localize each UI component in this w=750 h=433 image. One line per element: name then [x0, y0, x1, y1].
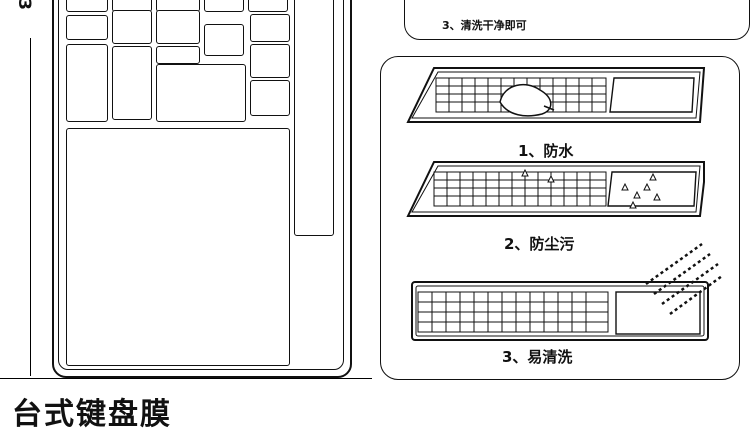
key [204, 0, 244, 12]
dimension-line [30, 38, 31, 376]
cover-outer-outline [52, 0, 352, 378]
instructions-card [404, 0, 750, 40]
key [250, 44, 290, 78]
feature-caption-3: 3、易清洗 [502, 348, 573, 366]
key [250, 14, 290, 42]
dimension-mark: 3 [13, 0, 34, 10]
key [112, 10, 152, 44]
cover-inner-outline [58, 0, 344, 370]
product-title: 台式键盘膜 [12, 397, 172, 432]
key [156, 64, 246, 122]
baseline-rule [0, 378, 372, 379]
key [66, 15, 108, 40]
key [248, 0, 288, 12]
instruction-step-3: 3、清洗干净即可 [442, 19, 527, 32]
feature-caption-2: 2、防尘污 [504, 235, 575, 253]
touchpad-area [66, 128, 290, 366]
key [112, 46, 152, 120]
key [294, 0, 334, 236]
feature-caption-1: 1、防水 [518, 142, 574, 160]
key [66, 44, 108, 122]
key [156, 46, 200, 64]
key [204, 24, 244, 56]
key [156, 10, 200, 44]
keyboard-dustproof-illustration [406, 161, 705, 217]
key [66, 0, 108, 12]
keyboard-waterproof-illustration [406, 67, 706, 123]
keyboard-easy-clean-illustration [411, 242, 723, 341]
key [250, 80, 290, 116]
features-panel [380, 56, 740, 380]
